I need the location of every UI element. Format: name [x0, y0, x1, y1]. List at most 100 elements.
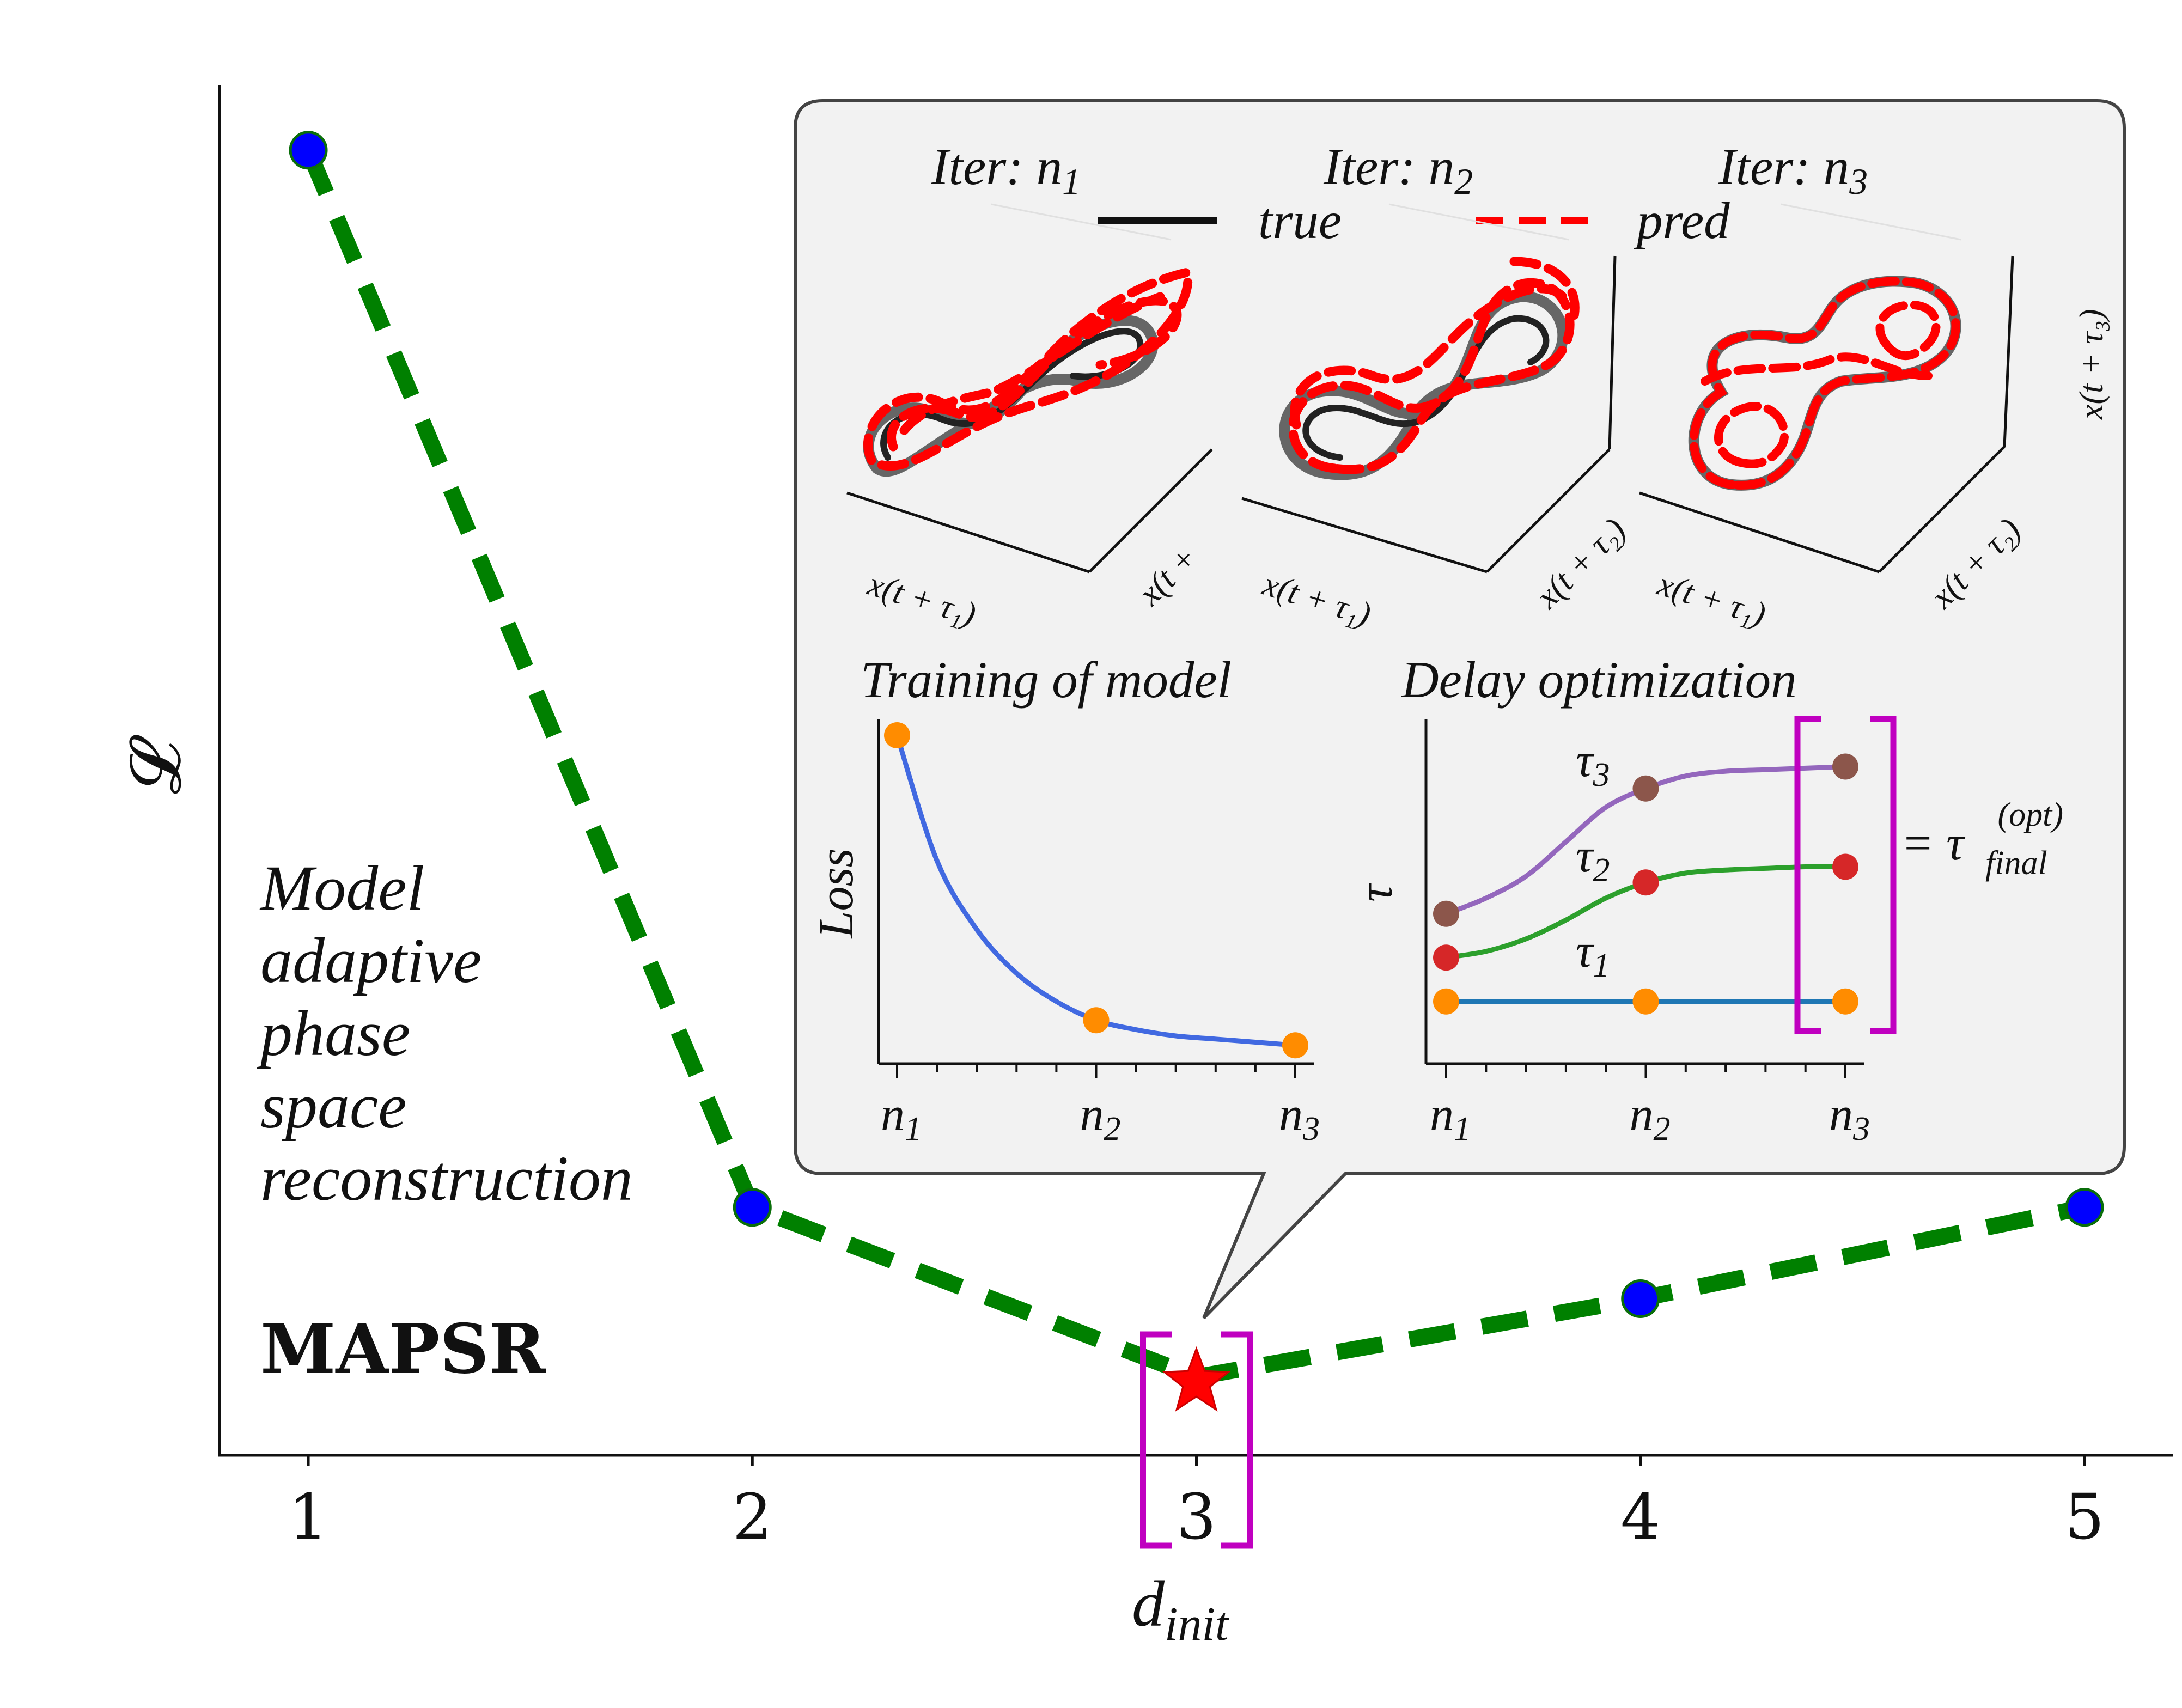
- iter-prefix-3: Iter:: [1718, 138, 1824, 196]
- delay-highlight-dots: [1433, 753, 1858, 1015]
- panel2-back-guide: [1388, 203, 1569, 241]
- delay-title: Delay optimization: [1400, 651, 1797, 709]
- panel2-pred-loop-b: [1290, 284, 1574, 430]
- delay-curve-labels: τ3 τ2 τ1: [1576, 734, 1610, 984]
- delay-x-tick-label-1: n1: [1430, 1088, 1471, 1148]
- attractor-legend: true pred: [1098, 192, 1730, 249]
- main-point-1: [289, 131, 328, 170]
- delay-ylabel: τ: [1349, 883, 1403, 902]
- main-y-label: 𝓛: [114, 735, 197, 794]
- selection-bracket-left: [1140, 1331, 1172, 1549]
- training-x-tick-label-1: n1: [881, 1088, 922, 1148]
- final-eq-prefix: =: [1901, 816, 1946, 870]
- delay-x-tick-label-base-2: n: [1630, 1088, 1654, 1141]
- panel3-pred-loop-d: [1701, 352, 1933, 386]
- final-eq-tau: τ⃗: [1946, 816, 2002, 870]
- tau1-label-base: τ: [1576, 925, 1595, 978]
- iter-sub-2: 2: [1454, 161, 1473, 202]
- training-dot-2: [1083, 1007, 1110, 1034]
- final-bracket-left: [1794, 716, 1821, 1034]
- description-line-3: phase: [257, 998, 410, 1069]
- description-line-1: Model: [259, 852, 424, 924]
- training-ylabel: Loss: [809, 848, 863, 939]
- delay-dot-tau3-1: [1433, 900, 1459, 927]
- delay-x-tick-label-base-3: n: [1829, 1088, 1853, 1141]
- legend-pred-label: pred: [1634, 192, 1730, 249]
- panel3-back-guide: [1781, 203, 1961, 241]
- training-x-tick-label-base-1: n: [881, 1088, 905, 1141]
- main-point-star: [1162, 1346, 1231, 1412]
- description: Model adaptive phase space reconstructio…: [257, 852, 633, 1214]
- description-line-4: space: [260, 1070, 407, 1142]
- iter-prefix-1: Iter:: [931, 138, 1037, 196]
- legend-true-label: true: [1258, 192, 1342, 249]
- main-point-5: [2065, 1188, 2104, 1227]
- inset-box: [794, 99, 2126, 1320]
- panel2-floor-side: [1486, 448, 1611, 573]
- delay-dot-tau1-3: [1832, 988, 1858, 1015]
- delay-dot-tau3-2: [1632, 775, 1659, 802]
- delay-dot-tau2-2: [1632, 869, 1659, 896]
- training-x-tick-label-base-2: n: [1080, 1088, 1104, 1141]
- panel3-zlabel: x(t + τ₃): [2073, 309, 2110, 420]
- delay-x-tick-label-sub-3: 3: [1852, 1111, 1870, 1148]
- main-series: [289, 131, 2104, 1412]
- panel1-pred-loop-c: [899, 292, 1165, 435]
- iter-title-2: Iter: n2: [1323, 138, 1473, 202]
- inset-callout: Iter: n1 Iter: n2 Iter: n3 true pred: [794, 99, 2126, 1320]
- delay-dot-tau2-1: [1433, 944, 1459, 971]
- training-loss-line: [894, 734, 1296, 1048]
- description-line-5: reconstruction: [260, 1143, 633, 1214]
- panel3-pred-loop-a: [1689, 277, 1960, 490]
- delay-dot-tau1-1: [1433, 988, 1459, 1015]
- panel3-pred-loop-b: [1714, 402, 1789, 468]
- panel3-pred-trajectory: [1689, 277, 1960, 490]
- panel2-back-wall: [1608, 255, 1617, 450]
- main-x-label: dinit: [1132, 1567, 1230, 1651]
- training-x-tick-label-3: n3: [1279, 1088, 1320, 1148]
- panel3-pred-loop-c: [1875, 300, 1941, 361]
- tau2-label-sub: 2: [1593, 852, 1610, 889]
- panel3-floor-side: [1878, 446, 2006, 573]
- training-x-tick-label-sub-1: 1: [905, 1111, 922, 1148]
- iter-title-1: Iter: n1: [931, 138, 1081, 202]
- panel2-true-loop-b: [1302, 315, 1550, 461]
- final-eq-sub: final: [1985, 845, 2047, 882]
- iter-sub-1: 1: [1062, 161, 1081, 202]
- delay-x-tick-label-2: n2: [1630, 1088, 1671, 1148]
- iter-sub-3: 3: [1849, 161, 1868, 202]
- main-x-tick-label-2: 2: [733, 1481, 772, 1554]
- training-dot-3: [1282, 1032, 1308, 1059]
- selection-bracket: [1140, 1331, 1253, 1549]
- training-highlight-dots: [884, 722, 1308, 1059]
- delay-x-tick-label-sub-1: 1: [1454, 1111, 1471, 1148]
- iter-label-3: n: [1824, 138, 1850, 196]
- description-line-2: adaptive: [260, 925, 481, 996]
- tau3-label-sub: 3: [1593, 757, 1610, 794]
- training-title: Training of model: [861, 651, 1232, 709]
- panel1-floor-front: [846, 491, 1090, 574]
- panel2-pred-loop-a: [1288, 278, 1575, 474]
- method-name: MAPSR: [260, 1309, 546, 1389]
- panel2-pred-loop-c: [1509, 257, 1580, 321]
- delay-x-tick-label-base-1: n: [1430, 1088, 1454, 1141]
- tau2-label-base: τ: [1576, 829, 1595, 882]
- delay-x-tick-label-sub-2: 2: [1654, 1111, 1671, 1148]
- training-x-tick-label-base-3: n: [1279, 1088, 1303, 1141]
- final-eq-sup: (opt): [1997, 796, 2063, 833]
- delay-x-tick-label-3: n3: [1829, 1088, 1870, 1148]
- delay-dot-tau1-2: [1632, 988, 1659, 1015]
- panel2-floor-front: [1241, 497, 1488, 574]
- training-x-tick-label-sub-3: 3: [1302, 1111, 1320, 1148]
- training-x-tick-label-sub-2: 2: [1104, 1111, 1121, 1148]
- main-x-tick-label-1: 1: [288, 1481, 328, 1554]
- tau3-label: τ3: [1576, 734, 1610, 794]
- selection-bracket-right: [1221, 1331, 1253, 1549]
- panel1-back-guide: [991, 203, 1172, 241]
- main-x-tick-label-4: 4: [1620, 1481, 1660, 1554]
- main-point-2: [733, 1188, 772, 1227]
